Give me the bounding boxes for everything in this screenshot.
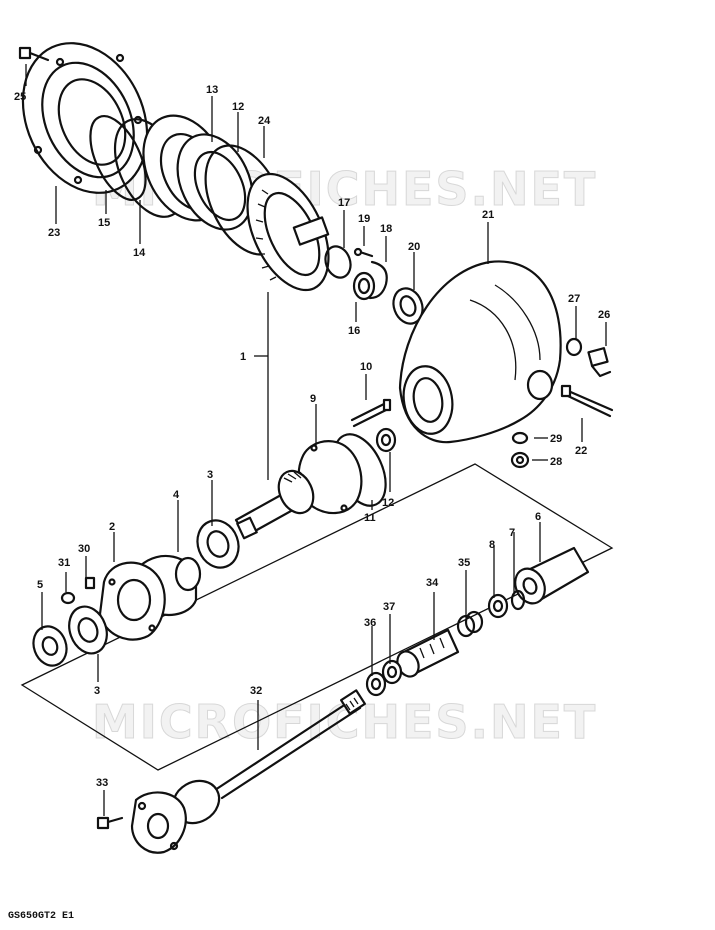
label-part-26: 25 [14,91,26,103]
part-28-o-ring [565,337,583,357]
part-26-bolt [18,46,50,62]
label-part-30: 29 [550,433,562,445]
part-7-washer [510,589,526,611]
label-part-28: 27 [568,293,580,305]
label-part-15: 14 [133,247,146,259]
label-part-9: 9 [310,393,316,405]
label-part-31: 30 [78,543,90,555]
label-part-3-upper: 3 [207,469,213,481]
label-part-7: 7 [509,527,515,539]
label-part-4: 4 [173,489,180,501]
label-part-19: 18 [380,223,392,235]
part-16-o-ring [89,115,147,201]
part-38-bushing [381,659,403,685]
label-part-1: 1 [240,351,246,363]
part-32-washer [60,591,76,605]
label-part-8: 8 [489,539,495,551]
label-part-32: 31 [58,557,70,569]
part-21-bearing [392,287,424,325]
part-33-propeller-shaft [130,689,367,854]
label-part-16: 15 [98,217,110,229]
label-part-14: 13 [206,84,218,96]
label-part-10: 11 [364,512,376,524]
label-part-36: 35 [458,557,470,569]
label-part-12: 12 [382,497,394,509]
part-2-flange [98,561,166,641]
part-37-seal [365,671,387,697]
label-part-13: 12 [232,101,244,113]
part-8-nut [487,593,509,619]
label-part-27: 26 [598,309,610,321]
part-17-bearing [352,271,376,301]
part-23-stud [560,384,614,418]
label-part-22: 21 [482,209,494,221]
leader-lines [25,64,607,816]
part-34-bolt [96,816,124,830]
part-31-bolt [84,576,96,590]
label-part-35: 34 [426,577,439,589]
part-5-seal [32,625,68,667]
part-29-nut [510,451,530,469]
part-12-bearing [375,427,397,453]
part-36-spring [456,610,484,638]
part-6-coupling [514,546,590,605]
assembly-frame [20,463,614,771]
part-3-bearing-upper [196,519,240,569]
label-part-38: 37 [383,601,395,613]
ring-gear [246,172,330,292]
label-part-18: 17 [338,197,350,209]
label-part-2: 2 [109,521,115,533]
label-part-33: 32 [250,685,262,697]
part-27-plug [587,347,612,378]
part-20-pin [353,247,374,258]
part-22-gear-case [398,260,562,444]
part-19-clip [368,260,388,300]
label-part-34: 33 [96,777,108,789]
label-part-11: 10 [360,361,372,373]
label-part-17: 16 [348,325,360,337]
drive-pinion [234,469,315,540]
label-part-6: 6 [535,511,541,523]
label-part-24: 23 [48,227,60,239]
label-part-23: 22 [575,445,587,457]
label-part-20: 19 [358,213,370,225]
part-18-o-ring [324,245,352,279]
part-13-bearing-race [176,133,254,231]
part-35-joint [396,628,460,678]
part-11-bolt [350,398,392,428]
label-part-5: 5 [37,579,43,591]
part-3-bearing-lower [68,605,108,655]
label-part-21: 20 [408,241,420,253]
label-part-37: 36 [364,617,376,629]
part-30-washer [511,431,529,445]
label-part-29: 28 [550,456,562,468]
label-part-3-lower: 3 [94,685,100,697]
label-part-25: 24 [258,115,271,127]
diagram-code: GS650GT2 E1 [8,911,74,922]
